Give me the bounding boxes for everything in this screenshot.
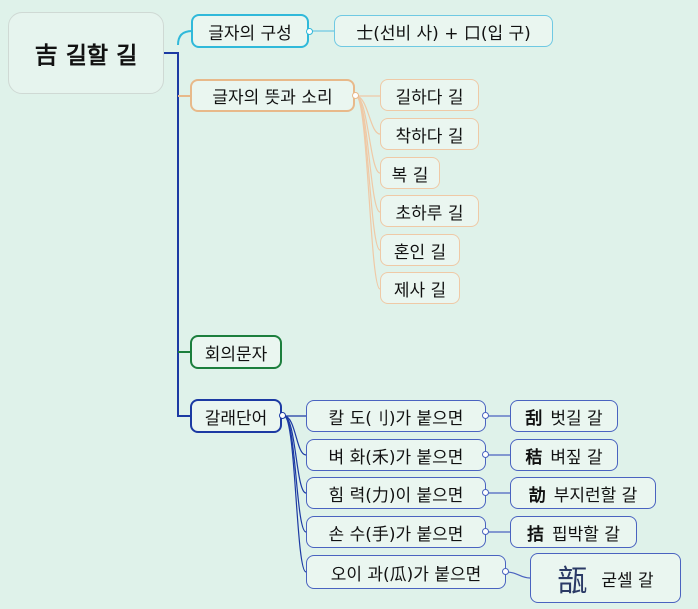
- derived-fan: [283, 415, 307, 573]
- link-composition: [177, 30, 193, 46]
- root-node[interactable]: 吉 길할 길: [8, 12, 164, 94]
- meaning-item-label: 길하다 길: [395, 87, 464, 108]
- condition-connector-dot: [482, 451, 489, 458]
- derived-result[interactable]: 秸 벼짚 갈: [510, 439, 618, 471]
- derived-condition-label: 힘 력(力)이 붙으면: [328, 485, 464, 506]
- derived-meaning: 부지런할 갈: [553, 485, 638, 506]
- meaning-item-label: 초하루 길: [395, 203, 464, 224]
- meaning-item[interactable]: 복 길: [380, 157, 440, 189]
- derived-condition-label: 벼 화(禾)가 붙으면: [328, 447, 464, 468]
- derived-meaning: 벼짚 갈: [550, 447, 603, 468]
- derived-label: 갈래단어: [204, 408, 268, 429]
- category-node[interactable]: 회의문자: [190, 335, 282, 369]
- derived-condition[interactable]: 칼 도(刂)가 붙으면: [306, 400, 486, 432]
- derived-node[interactable]: 갈래단어: [190, 399, 282, 433]
- meaning-connector-dot: [352, 92, 359, 99]
- derived-condition[interactable]: 벼 화(禾)가 붙으면: [306, 439, 486, 471]
- category-label: 회의문자: [204, 344, 268, 365]
- derived-result[interactable]: 劼 부지런할 갈: [510, 477, 656, 509]
- derived-char: 瓿: [557, 564, 588, 599]
- meaning-fan: [355, 95, 381, 290]
- derived-char: 秸: [525, 447, 543, 468]
- composition-connector-dot: [306, 28, 313, 35]
- derived-connector-dot: [279, 412, 286, 419]
- meaning-item[interactable]: 착하다 길: [380, 118, 479, 150]
- composition-detail-label: 士(선비 사) + 口(입 구): [356, 23, 531, 44]
- derived-char: 刮: [525, 408, 543, 429]
- derived-char: 拮: [527, 524, 545, 545]
- derived-condition[interactable]: 손 수(手)가 붙으면: [306, 516, 486, 548]
- derived-meaning: 벗길 갈: [550, 408, 603, 429]
- meaning-item-label: 혼인 길: [393, 242, 447, 263]
- meaning-node[interactable]: 글자의 뜻과 소리: [190, 79, 355, 112]
- root-label: 吉 길할 길: [34, 43, 138, 69]
- meaning-item[interactable]: 길하다 길: [380, 79, 479, 111]
- condition-connector-dot: [482, 489, 489, 496]
- derived-condition[interactable]: 오이 과(瓜)가 붙으면: [306, 555, 506, 589]
- meaning-item[interactable]: 혼인 길: [380, 234, 460, 266]
- meaning-item[interactable]: 제사 길: [380, 272, 460, 304]
- derived-condition-label: 손 수(手)가 붙으면: [328, 524, 464, 545]
- condition-connector-dot: [482, 412, 489, 419]
- derived-condition[interactable]: 힘 력(力)이 붙으면: [306, 477, 486, 509]
- derived-result[interactable]: 刮 벗길 갈: [510, 400, 618, 432]
- composition-detail-node[interactable]: 士(선비 사) + 口(입 구): [334, 15, 553, 47]
- meaning-label: 글자의 뜻과 소리: [212, 88, 333, 108]
- meaning-item-label: 제사 길: [393, 280, 447, 301]
- meaning-item-label: 복 길: [391, 165, 429, 186]
- derived-meaning: 핍박할 갈: [552, 524, 620, 545]
- derived-char: 劼: [528, 485, 546, 506]
- trunk-line: [164, 52, 190, 417]
- meaning-item-label: 착하다 길: [395, 126, 464, 147]
- derived-result[interactable]: 瓿 굳셀 갈: [530, 553, 681, 603]
- derived-condition-label: 칼 도(刂)가 붙으면: [328, 408, 464, 429]
- derived-condition-label: 오이 과(瓜)가 붙으면: [330, 564, 482, 585]
- derived-result[interactable]: 拮 핍박할 갈: [510, 516, 637, 548]
- condition-connector-dot: [502, 568, 509, 575]
- derived-meaning: 굳셀 갈: [601, 570, 654, 591]
- composition-label: 글자의 구성: [208, 23, 292, 44]
- meaning-item[interactable]: 초하루 길: [380, 195, 479, 227]
- composition-node[interactable]: 글자의 구성: [191, 14, 309, 48]
- condition-connector-dot: [482, 528, 489, 535]
